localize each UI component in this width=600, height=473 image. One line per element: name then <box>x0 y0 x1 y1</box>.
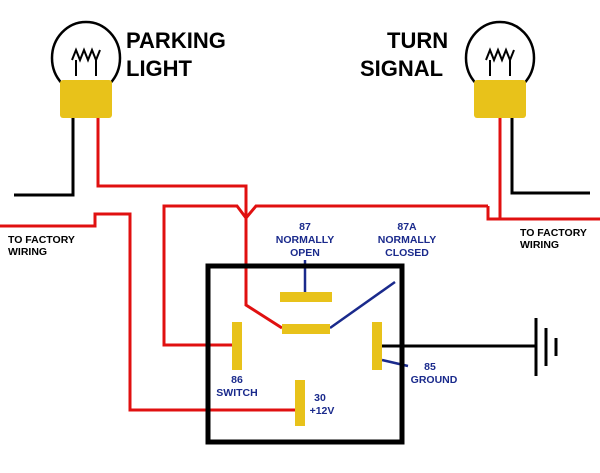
pin-86-label-line2: SWITCH <box>216 387 257 399</box>
turn-label-line1: TURN <box>387 28 448 53</box>
pin-common <box>282 324 330 334</box>
pin-86 <box>232 322 242 370</box>
factory-wiring-left-wire <box>0 212 295 412</box>
parking-light-socket <box>60 80 112 118</box>
pin-85-label-number: 85 <box>424 361 436 373</box>
parking-light-feed-wire <box>96 118 283 330</box>
pin-87a-blue-wire <box>329 280 396 330</box>
pin-87-label-number: 87 <box>299 221 311 233</box>
ground-symbol-icon <box>534 318 558 376</box>
parking-label-line2: LIGHT <box>126 56 193 81</box>
pin-87-label-line3: OPEN <box>290 247 320 259</box>
pin-30-label-number: 30 <box>314 392 326 404</box>
parking-light-ground-wire <box>14 118 75 197</box>
turn-signal-feed-wire <box>486 118 502 221</box>
factory-left-label-line1: TO FACTORY <box>8 234 75 246</box>
factory-right-label-line1: TO FACTORY <box>520 227 587 239</box>
parking-light-bulb-icon <box>50 20 122 118</box>
parking-label-line1: PARKING <box>126 28 226 53</box>
turn-label-line2: SIGNAL <box>360 56 443 81</box>
pin-30 <box>295 380 305 426</box>
pin-87a-label-number: 87A <box>397 221 417 233</box>
pin-87-label-line2: NORMALLY <box>276 234 335 246</box>
turn-signal-socket <box>474 80 526 118</box>
turn-signal-bulb-icon <box>464 20 536 118</box>
pin-87 <box>280 292 332 302</box>
pin-87a-label-line2: NORMALLY <box>378 234 437 246</box>
turn-signal-ground-wire <box>510 118 590 195</box>
pin-86-label-number: 86 <box>231 374 243 386</box>
switch-86-wire <box>162 204 488 347</box>
pin-85 <box>372 322 382 370</box>
pin-85-label-line2: GROUND <box>411 374 458 386</box>
pin-30-label-line2: +12V <box>310 405 335 417</box>
relay-housing <box>205 263 405 445</box>
factory-right-label-line2: WIRING <box>520 239 559 251</box>
factory-left-label-line2: WIRING <box>8 246 47 258</box>
pin-87a-label-line3: CLOSED <box>385 247 429 259</box>
